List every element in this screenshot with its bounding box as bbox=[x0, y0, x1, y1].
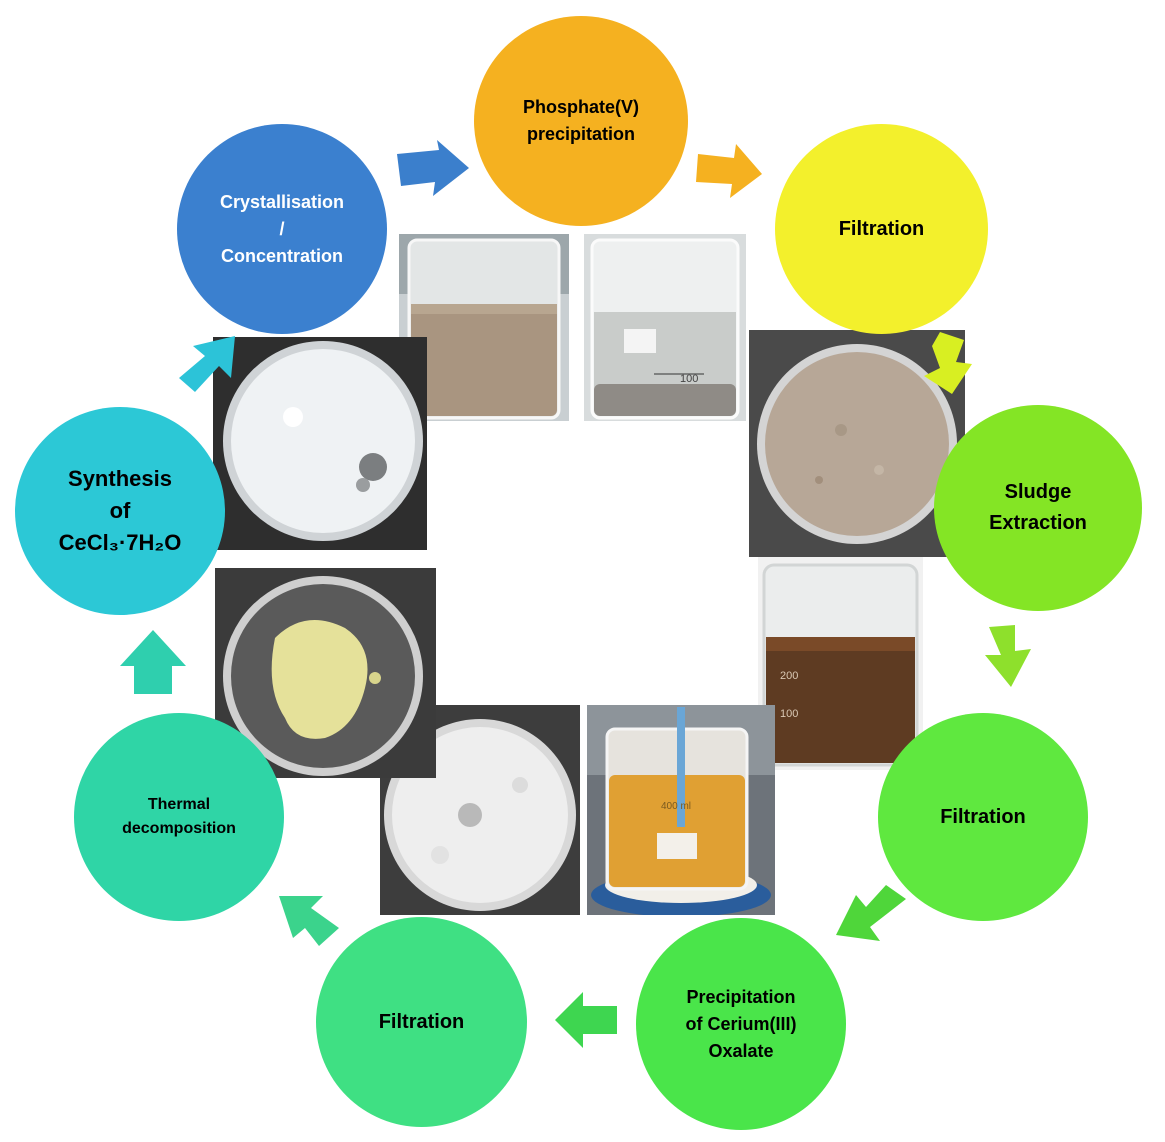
step-phosphate-precipitation: Phosphate(V) precipitation bbox=[474, 16, 688, 226]
photo-petri-white-oxalate bbox=[380, 705, 580, 915]
arrow-phosphate-to-filtration bbox=[696, 140, 762, 202]
step-label-oxalate: Precipitation of Cerium(III) Oxalate bbox=[685, 986, 797, 1061]
photo-beaker-orange-precipitate: 400 ml bbox=[587, 705, 775, 915]
arrow-filtration-to-thermal bbox=[277, 888, 339, 946]
photo-beaker-dark-brown-extract: 200 100 bbox=[758, 557, 923, 770]
photo-petri-beige-sludge bbox=[749, 330, 965, 557]
step-sludge-extraction: Sludge Extraction bbox=[934, 405, 1142, 611]
arrow-crystallisation-to-phosphate bbox=[397, 140, 469, 196]
step-label-crystallisation: Crystallisation / Concentration bbox=[219, 191, 345, 266]
step-label-phosphate: Phosphate(V) precipitation bbox=[522, 97, 639, 144]
beaker-marking-100: 100 bbox=[680, 373, 698, 385]
arrow-sludge-to-filtration bbox=[975, 625, 1047, 687]
arrow-filtration-to-sludge bbox=[918, 332, 986, 396]
step-label-thermal: Thermal decomposition bbox=[122, 796, 236, 837]
beaker-marking-400ml: 400 ml bbox=[661, 801, 691, 812]
arrow-filtration-to-oxalate bbox=[836, 885, 908, 947]
arrow-synthesis-to-crystallisation bbox=[175, 336, 235, 392]
beaker-marking-100-b: 100 bbox=[780, 708, 798, 720]
step-label-filtration-3: Filtration bbox=[378, 1010, 465, 1033]
beaker-marking-200: 200 bbox=[780, 670, 798, 682]
step-label-sludge: Sludge Extraction bbox=[989, 481, 1087, 534]
step-filtration-2: Filtration bbox=[878, 713, 1088, 921]
photo-beaker-brown-suspension bbox=[399, 234, 569, 421]
step-synthesis-cecl3: Synthesis of CeCl₃·7H₂O bbox=[15, 407, 225, 615]
step-thermal-decomposition: Thermal decomposition bbox=[74, 713, 284, 921]
step-filtration-1: Filtration bbox=[775, 124, 988, 334]
step-cerium-oxalate: Precipitation of Cerium(III) Oxalate bbox=[636, 918, 846, 1130]
step-filtration-3: Filtration bbox=[316, 917, 527, 1127]
step-crystallisation-concentration: Crystallisation / Concentration bbox=[177, 124, 387, 334]
arrow-thermal-to-synthesis bbox=[120, 630, 186, 694]
step-label-synthesis: Synthesis of CeCl₃·7H₂O bbox=[58, 466, 182, 555]
photo-beaker-grey-sediment: 100 bbox=[584, 234, 746, 421]
step-label-filtration-1: Filtration bbox=[838, 217, 925, 240]
step-label-filtration-2: Filtration bbox=[940, 805, 1026, 828]
photo-petri-white-chloride bbox=[213, 337, 427, 550]
arrow-oxalate-to-filtration bbox=[555, 988, 617, 1052]
